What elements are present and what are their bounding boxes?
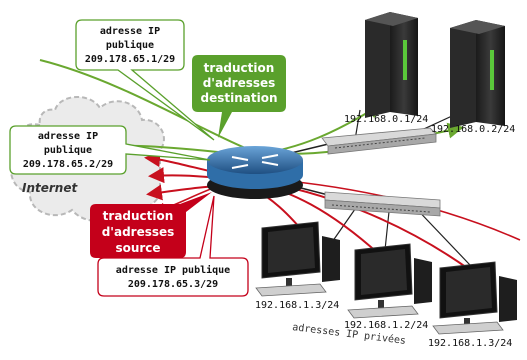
- workstation-2-ip: 192.168.1.2/24: [344, 320, 428, 331]
- server-1-ip: 192.168.0.1/24: [344, 114, 428, 125]
- callout-1-line3: 209.178.65.1/29: [85, 54, 175, 65]
- callout-snat: traduction d'adresses source: [90, 192, 212, 258]
- snat-line2: d'adresses: [102, 225, 175, 239]
- snat-line1: traduction: [103, 209, 174, 223]
- callout-public-ip-2: adresse IP publique 209.178.65.2/29: [9, 125, 211, 175]
- callout-public-ip-1: adresse IP publique 209.178.65.1/29: [75, 19, 215, 141]
- dnat-line2: d'adresses: [203, 76, 276, 90]
- callout-3-line1: adresse IP publique: [116, 264, 230, 276]
- workstation-2: [347, 243, 432, 319]
- dnat-line3: destination: [201, 91, 278, 105]
- server-1: [365, 12, 418, 118]
- dnat-line1: traduction: [204, 61, 275, 75]
- callout-1-line1: adresse IP: [100, 26, 160, 37]
- workstation-switch: [324, 191, 441, 217]
- server-2-ip: 192.168.0.2/24: [431, 124, 515, 135]
- callout-dnat: traduction d'adresses destination: [192, 55, 286, 138]
- workstation-1-ip: 192.168.1.3/24: [255, 300, 339, 311]
- callout-1-line2: publique: [106, 39, 154, 51]
- callout-2-line2: publique: [44, 144, 92, 156]
- callout-2-line1: adresse IP: [38, 131, 98, 142]
- server-switch: [321, 127, 437, 155]
- callout-public-ip-3: adresse IP publique 209.178.65.3/29: [97, 195, 249, 297]
- router: [207, 146, 303, 199]
- workstation-3-ip: 192.168.1.3/24: [428, 338, 512, 349]
- callout-3-line2: 209.178.65.3/29: [128, 279, 218, 290]
- workstation-1: [255, 221, 340, 297]
- server-2: [450, 20, 505, 128]
- workstation-3: [432, 261, 517, 335]
- snat-line3: source: [115, 241, 160, 255]
- callout-2-line3: 209.178.65.2/29: [23, 159, 113, 170]
- internet-label: Internet: [22, 181, 78, 195]
